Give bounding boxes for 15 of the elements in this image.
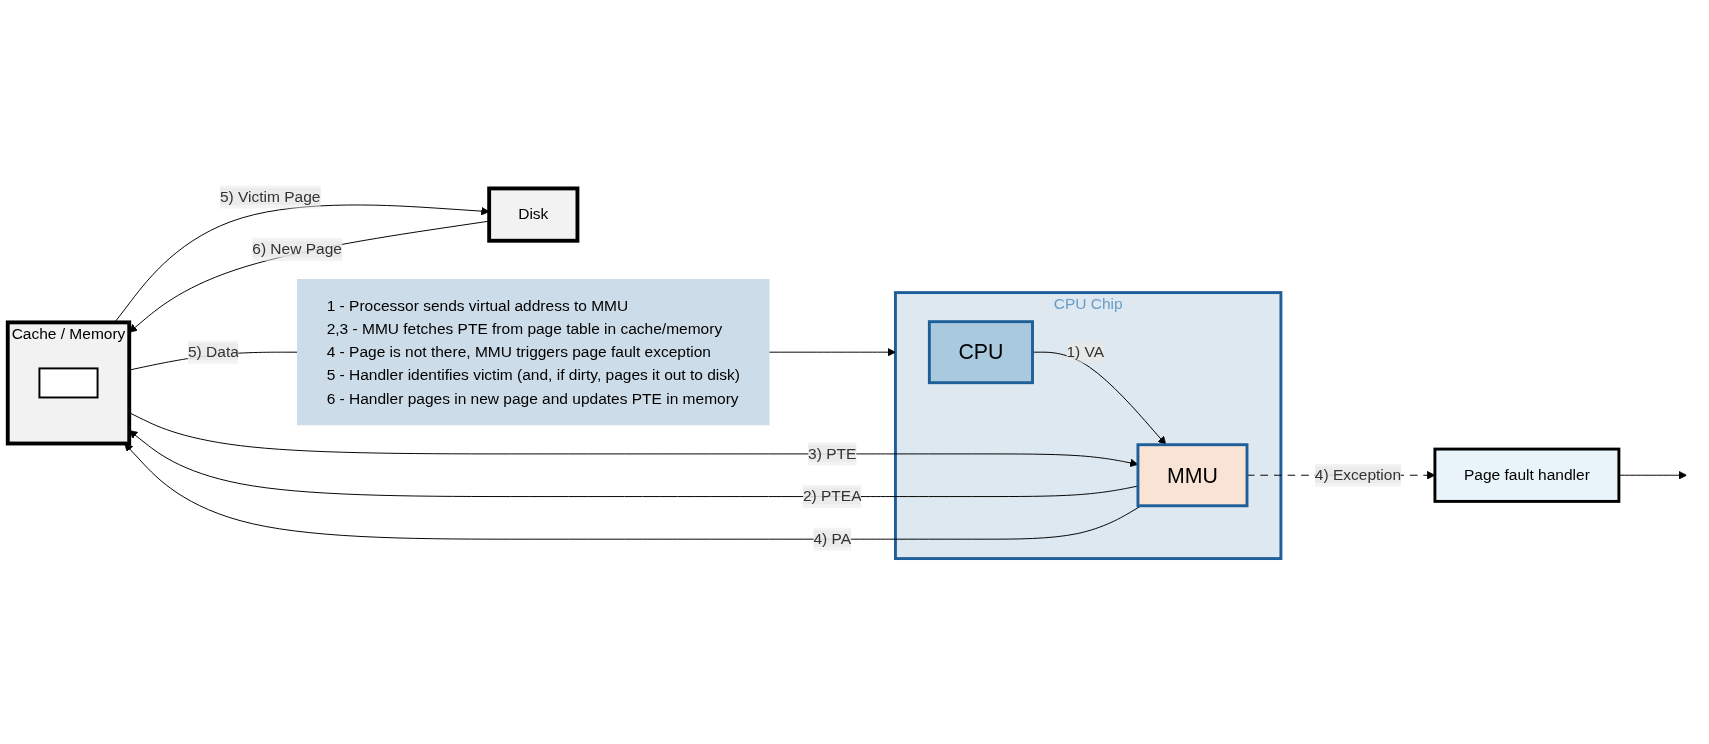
node-box [38,367,99,399]
edge-label: 6) New Page [252,240,342,258]
node-box: Disk [487,186,580,243]
edge-label: 5) Victim Page [219,188,321,205]
edge-label: 1) VA [1066,343,1105,360]
cluster: Cache / Memory [5,320,132,446]
edge-label: 3) PTE [808,445,857,462]
node-box: Page fault handler [1433,447,1621,503]
node-box: 1 - Processor sends virtual address to MMU 2,3 - MMU fetches PTE from page table in cache/memory 4 - Page is not there, MMU triggers page fault exception 5 - Handler identifies victim (and, if dirty, pages it out to disk) 6 - Handler pages in new page and updates PTE in memory [297,279,770,426]
edge-label: 4) PA [813,530,852,547]
node-box: MMU [1136,443,1249,508]
edge-label: 2) PTEA [802,487,862,505]
edge-label: 5) Data [187,343,239,360]
edge-label: 4) Exception [1314,466,1401,483]
node-box: CPU [927,320,1034,385]
